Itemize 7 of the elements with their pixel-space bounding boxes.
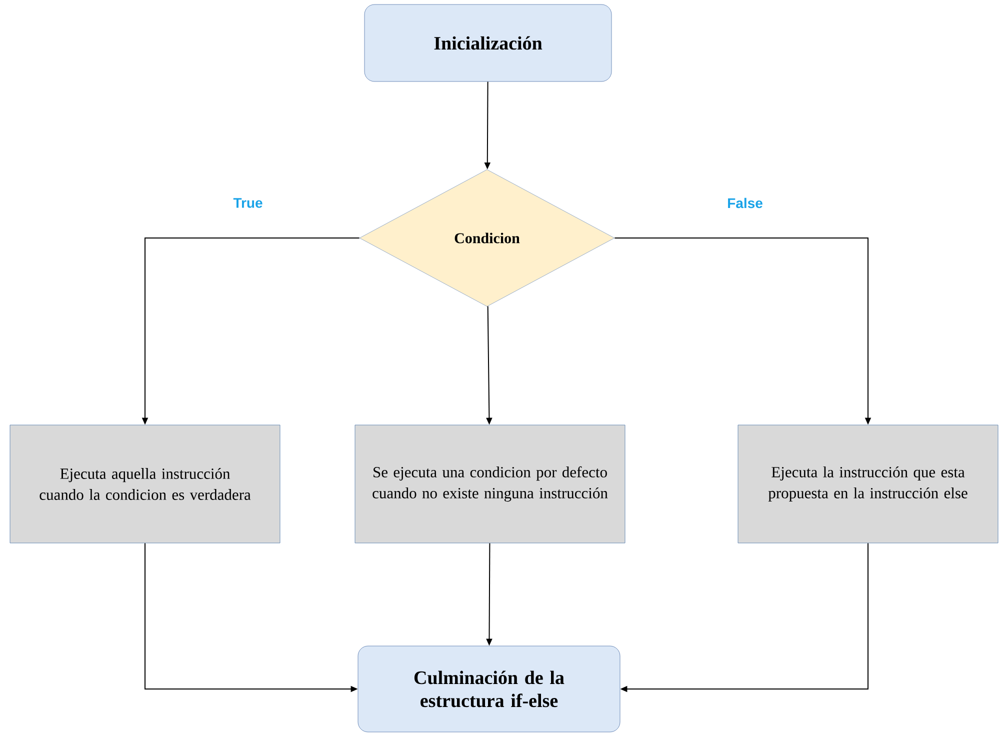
process-box: Se ejecuta una condicion por defecto cuando no existe ninguna instrucción [354, 424, 626, 544]
process-box: Ejecuta aquella instrucción cuando la condicion es verdadera [10, 424, 280, 544]
edge-label: True [232, 197, 264, 209]
process-box: Ejecuta la instrucción que esta propuesta en la instrucción else [738, 424, 998, 544]
terminal-box: Inicialización [364, 4, 612, 82]
terminal-box: Culminación de la estructura if-else [358, 646, 620, 732]
edge-label: False [726, 196, 764, 210]
